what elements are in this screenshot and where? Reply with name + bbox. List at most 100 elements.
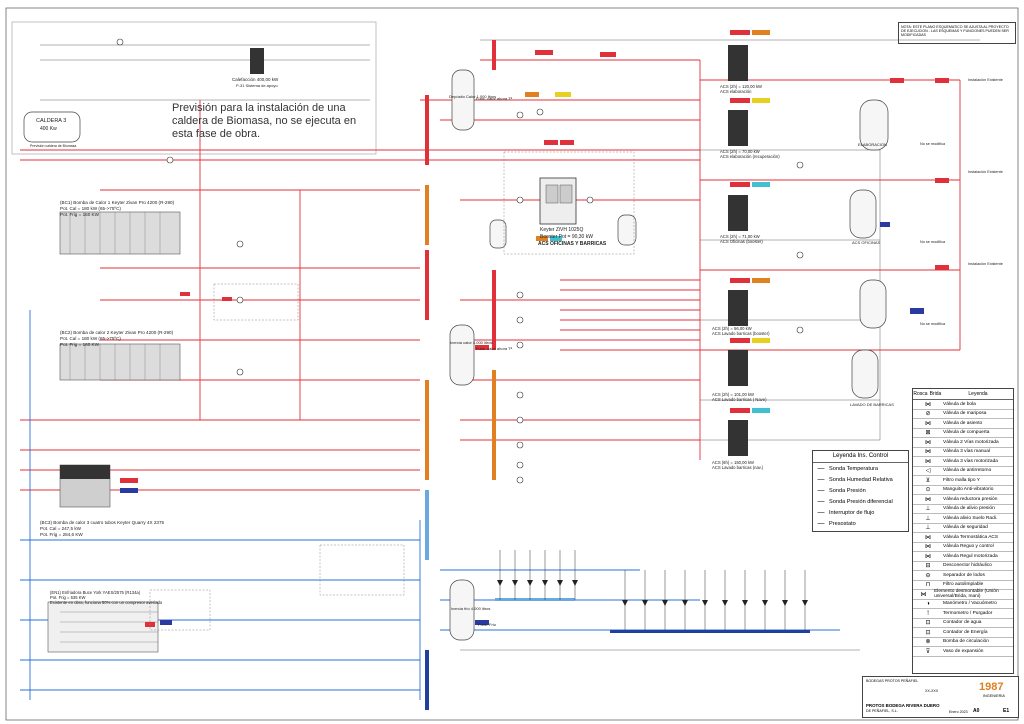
legend-item: ⊥Válvula de alivio presión [913, 505, 1013, 514]
bc2-title: (BC2) Bomba de calor 2 Keyter Zivan Pro … [60, 330, 174, 335]
legend-symbol-icon: ⊥ [925, 515, 931, 522]
heating-sub: P-31 Sistema de apoyo [236, 83, 278, 88]
legend-symbol-icon: ⋈ [925, 401, 931, 408]
legend-label: Válvula Regul motorizada [943, 553, 998, 559]
legend-item: ◑Manómetro / Vacuómetro [913, 600, 1013, 609]
legend-label: Separador de lodos [943, 572, 985, 578]
legend-symbol-icon: ⊽ [925, 648, 931, 655]
bc2-frig: Pot. Frig = 160 KW [60, 342, 99, 347]
legend-symbol-icon: ⋈ [925, 458, 931, 465]
legend-item: ⊡Contador de Energía [913, 628, 1013, 638]
symbol-legend: Rosca Brida Leyenda ⋈Válvula de bola⊘Vál… [912, 388, 1014, 674]
collector-bar [425, 490, 429, 560]
legend-symbol-icon: ⊓ [925, 582, 931, 589]
legend-label: Contador de Energía [943, 629, 988, 635]
collector-bar [492, 270, 496, 350]
en1-note: Existente en obra, funciona 50% con un c… [50, 600, 163, 605]
legend-item: ⊥Válvula de seguridad [913, 524, 1013, 533]
collector-bar [425, 650, 429, 710]
legend-label: Termometro / Purgador [943, 610, 993, 616]
heat-exchanger-biomass [250, 48, 264, 74]
legend-label: Válvula 2 Vías motorizada [943, 439, 999, 445]
company-logo: 1987 [979, 681, 1004, 693]
legend-label: Válvula de bola [943, 401, 976, 407]
legend-item: ⋈ Válvula Reguo y control [913, 543, 1013, 552]
lavado-label: LAVADO DE BARRICAS [850, 402, 894, 407]
legend-symbol-icon: ◑ [926, 600, 930, 607]
legend-item: ⊗Bomba de circulación [913, 638, 1013, 647]
legend-symbol-icon: ⋈ [925, 553, 931, 560]
legend-symbol-icon: ⋈ [925, 496, 931, 503]
legend-item: ⊥ Válvula alivio Suelo Radi. [913, 514, 1013, 524]
boiler-name: CALDERA 3 [36, 118, 67, 124]
existing-3: Instalación Existente [968, 262, 1003, 266]
legend-label: Contador de agua [943, 620, 982, 626]
legend-item: ⋈Válvula reductora presión [913, 495, 1013, 505]
inertia-cold-sub: Func. Frio [478, 622, 497, 627]
bc1-frig: Pot. Frig = 160 KW [60, 212, 99, 217]
acs-exchangers [728, 45, 748, 456]
legend-label: Manguito Anti-vibratorio [943, 487, 994, 493]
bc3-title: (BC3) Bomba de calor 3 cuatro tubos Keyt… [40, 520, 165, 525]
legend-item: ⋈ Válvula de bola [913, 400, 1013, 410]
legend-label: Válvula de antirretorno [943, 468, 992, 474]
legend-symbol-icon: ⋈ [925, 534, 931, 541]
collector-bar [425, 185, 429, 245]
legend-symbol-icon: ⊺ [926, 610, 930, 617]
legend-symbol-icon: ⊟ [925, 563, 931, 570]
legend-item: ⊺ Termometro / Purgador [913, 609, 1013, 619]
no-modify-1: No se modifica [920, 142, 946, 146]
legend-item: ⊘Válvula de mariposa [913, 410, 1013, 419]
legend-symbol-icon: ⋈ [925, 544, 931, 551]
bottom-branches [499, 550, 806, 630]
collector-bar [425, 380, 429, 480]
legend-symbol-icon: ◁ [925, 468, 931, 475]
control-legend: Leyenda Ins. Control —Sonda Temperatura … [812, 450, 909, 532]
legend-item: ⊓ Filtro autolimpiable [913, 581, 1013, 590]
legend-item: ⋈ Válvula Regul motorizada [913, 552, 1013, 562]
legend-item: ⋈Válvula de asiento [913, 419, 1013, 429]
sensor-tags [120, 30, 949, 627]
legend-symbol-icon: ⊘ [925, 411, 931, 418]
collector-bar [425, 250, 429, 320]
legend-item: ⊻Filtro malla tipo Y [913, 476, 1013, 486]
legend-symbol-icon: ⊠ [925, 430, 931, 437]
legend-item: ⋈Válvula 3 vías motorizada [913, 457, 1013, 467]
hot-tank-label: Depósito Calor 1.000 litros [449, 94, 497, 99]
keyter-area: ACS OFICINAS Y BARRICAS [538, 241, 607, 247]
legend-item: ⊙Manguito Anti-vibratorio [913, 486, 1013, 495]
legend-label: Válvula 3 vías manual [943, 449, 990, 455]
en1-frig: Pot. Frig = 535 KW [50, 595, 86, 600]
legend-item: ⊟Desconector hidráulico [913, 562, 1013, 571]
legend-item: ⋈ Válvula Termostática ACS [913, 533, 1013, 543]
legend-item: ◁ Válvula de antirretorno [913, 467, 1013, 476]
elaboracion-label: ELABORACION [858, 142, 887, 147]
legend-symbol-icon: ⊡ [925, 620, 931, 627]
collector-bar [495, 598, 575, 601]
bc3-cal: Pot. Cal = 247,5 kW [40, 526, 81, 531]
bc3-frig: Pot. Frig = 284,6 KW [40, 532, 83, 537]
hot-pipes [20, 59, 961, 491]
legend-label: Válvula Reguo y control [943, 544, 994, 550]
legend-label: Válvula alivio Suelo Radi. [943, 515, 998, 521]
legend-label: Vaso de expansión [943, 648, 984, 654]
legend-symbol-icon: ⋈ [925, 449, 931, 456]
pumps [116, 38, 804, 484]
inertia-hot-label: Inercia calor 4.000 litros [450, 340, 493, 345]
legend-symbol-icon: ⊖ [925, 572, 931, 579]
legend-label: Filtro autolimpiable [943, 582, 984, 588]
heating-label: Calefacción 400,00 kW [232, 77, 279, 82]
legend-item: ⊡ Contador de agua [913, 619, 1013, 628]
inertia-hot-sub: Func. calor ahora Tª [476, 346, 513, 351]
bc2-cal: Pot. Cal = 180 kW (65->75ºC) [60, 336, 121, 341]
biomass-note: Previsión para la instalación de una cal… [172, 102, 357, 140]
legend-label: Válvula Termostática ACS [943, 534, 999, 540]
existing-2: Instalación Existente [968, 170, 1003, 174]
legend-item: ⊠Válvula de compuerta [913, 429, 1013, 438]
legend-label: Filtro malla tipo Y [943, 477, 980, 483]
legend-symbol-icon: ⊗ [925, 639, 931, 646]
